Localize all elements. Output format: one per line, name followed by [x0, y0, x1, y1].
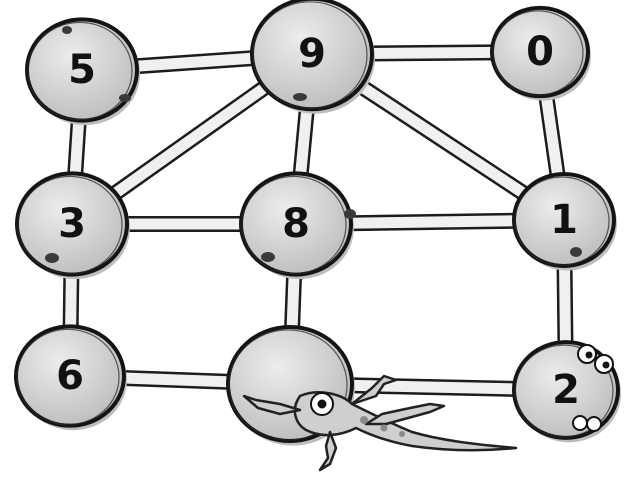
frog-eyes-icon	[572, 344, 614, 432]
bug-decorations	[45, 26, 582, 263]
node-9: 9	[250, 0, 375, 114]
lizard-illustration	[242, 374, 518, 472]
node-6: 6	[14, 324, 127, 431]
bug-icon	[293, 93, 307, 101]
bug-icon	[62, 26, 72, 34]
node-0: 0	[490, 5, 591, 101]
bug-icon	[344, 209, 356, 219]
node-label: 6	[56, 353, 84, 399]
bug-icon	[45, 253, 59, 263]
node-label: 8	[282, 201, 310, 247]
node-label: 0	[526, 29, 554, 75]
bug-icon	[119, 94, 131, 102]
node-label: 5	[68, 47, 96, 93]
node-label: 1	[550, 197, 578, 243]
bug-icon	[261, 252, 275, 262]
bug-icon	[570, 247, 582, 257]
node-label: 2	[552, 367, 580, 413]
node-1: 1	[512, 172, 617, 271]
node-layer: 5 9 0 3 8 1 6 2	[14, 0, 621, 446]
node-3: 3	[15, 171, 130, 280]
node-8: 8	[239, 171, 354, 280]
node-label: 9	[298, 31, 326, 77]
node-label: 3	[58, 201, 86, 247]
node-5: 5	[25, 17, 140, 126]
